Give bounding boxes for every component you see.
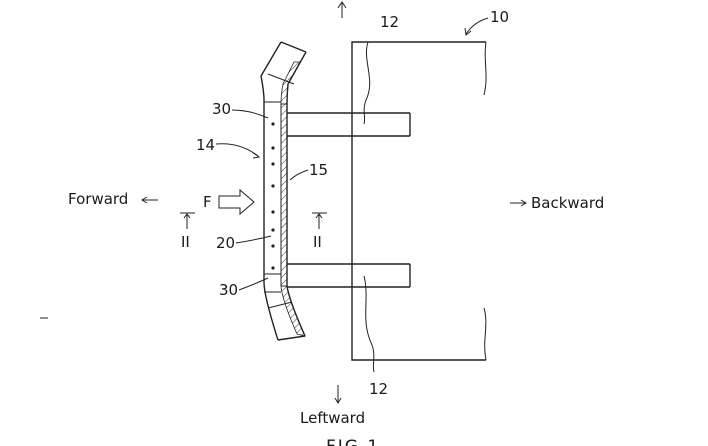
ref-bumper-reinforcement: 14	[196, 136, 215, 154]
ref-side-member-top: 12	[380, 13, 399, 31]
leftward-label: Leftward	[300, 409, 365, 427]
forward-label: Forward	[68, 190, 128, 208]
leader-panel	[289, 169, 309, 181]
side-member-bottom	[287, 263, 411, 373]
leader-bead	[235, 235, 272, 244]
section-marker-right	[312, 212, 327, 229]
force-label: F	[203, 193, 212, 211]
panel-hatched	[280, 61, 306, 337]
ref-body-frame: 10	[490, 8, 509, 26]
leader-flange-bottom	[238, 277, 269, 291]
hollow-right-arrow-icon	[218, 188, 255, 216]
backward-arrow-icon	[510, 199, 527, 207]
ref-flange-bottom: 30	[219, 281, 238, 299]
ref-flange-top: 30	[212, 100, 231, 118]
up-arrow-icon	[337, 1, 347, 18]
side-member-top	[287, 41, 411, 137]
vehicle-body-frame	[351, 41, 487, 361]
ref-panel: 15	[309, 161, 328, 179]
leader-bumper-reinforcement	[215, 143, 259, 157]
leftward-arrow-icon	[334, 385, 342, 404]
backward-label: Backward	[531, 194, 604, 212]
ref-bead: 20	[216, 234, 235, 252]
ref-side-member-bottom: 12	[369, 380, 388, 398]
section-label-left: II	[181, 233, 190, 251]
leader-body-frame	[465, 17, 489, 35]
forward-arrow-icon	[141, 196, 158, 204]
leader-flange-top	[231, 109, 269, 119]
figure-caption: FIG.1	[326, 437, 380, 446]
section-label-right: II	[313, 233, 322, 251]
section-marker-left	[180, 212, 195, 229]
fastener-dots	[271, 122, 275, 270]
